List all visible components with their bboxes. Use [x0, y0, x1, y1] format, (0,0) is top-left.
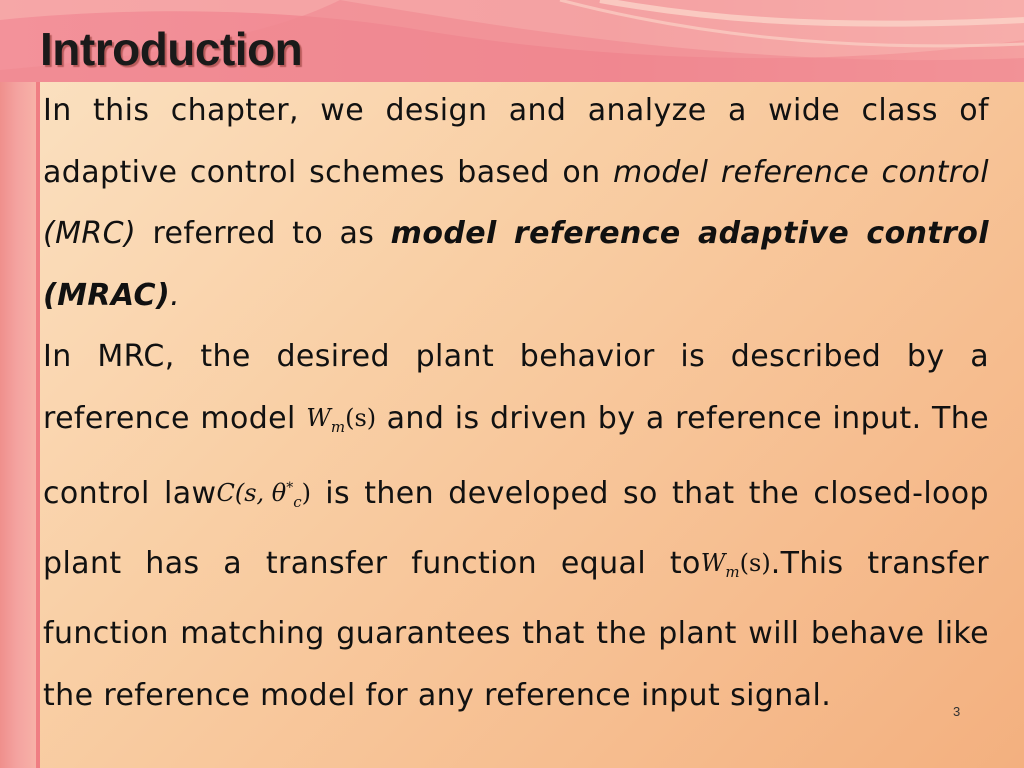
slide-number: 3 — [953, 704, 961, 719]
paragraph-mrac-intro: In this chapter, we design and analyze a… — [43, 80, 989, 326]
text-span: In this chapter, we design and analyze a… — [43, 93, 989, 190]
period: . — [170, 277, 181, 313]
text-span: referred to as — [136, 216, 391, 251]
bold-term-mrac: model reference adaptive control (MRAC) — [43, 216, 989, 313]
math-wm-s: Wm(s) — [701, 533, 771, 603]
text-span: In MRC, the desired plant behavior is de… — [43, 339, 989, 436]
italic-term-mrc: model reference control (MRC) — [43, 154, 989, 252]
slide-title: Introduction — [40, 23, 303, 75]
math-args: (s) — [739, 549, 771, 578]
math-base: W — [306, 403, 331, 432]
math-subscript: m — [330, 417, 346, 436]
text-span: .This transfer function matching guarant… — [43, 546, 989, 713]
text-span: and is driven by a reference input. The … — [43, 400, 989, 511]
slide-body: In this chapter, we design and analyze a… — [43, 80, 989, 726]
math-superscript: * — [286, 479, 294, 496]
left-bar-edge — [36, 80, 40, 768]
math-control-law: C(s, θ*c) — [216, 458, 311, 533]
math-subscript: c — [293, 492, 302, 511]
math-close: ) — [301, 478, 311, 507]
math-wm-s: Wm(s) — [306, 388, 376, 458]
math-args: (s) — [345, 403, 377, 432]
math-base: C(s, θ — [216, 478, 287, 507]
left-decorative-bar — [0, 0, 38, 768]
text-span: is then developed so that the closed-loo… — [43, 475, 990, 582]
math-subscript: m — [725, 562, 740, 581]
math-base: W — [700, 549, 726, 578]
top-decorative-band — [0, 0, 1024, 82]
paragraph-mrc-description: In MRC, the desired plant behavior is de… — [43, 326, 989, 726]
